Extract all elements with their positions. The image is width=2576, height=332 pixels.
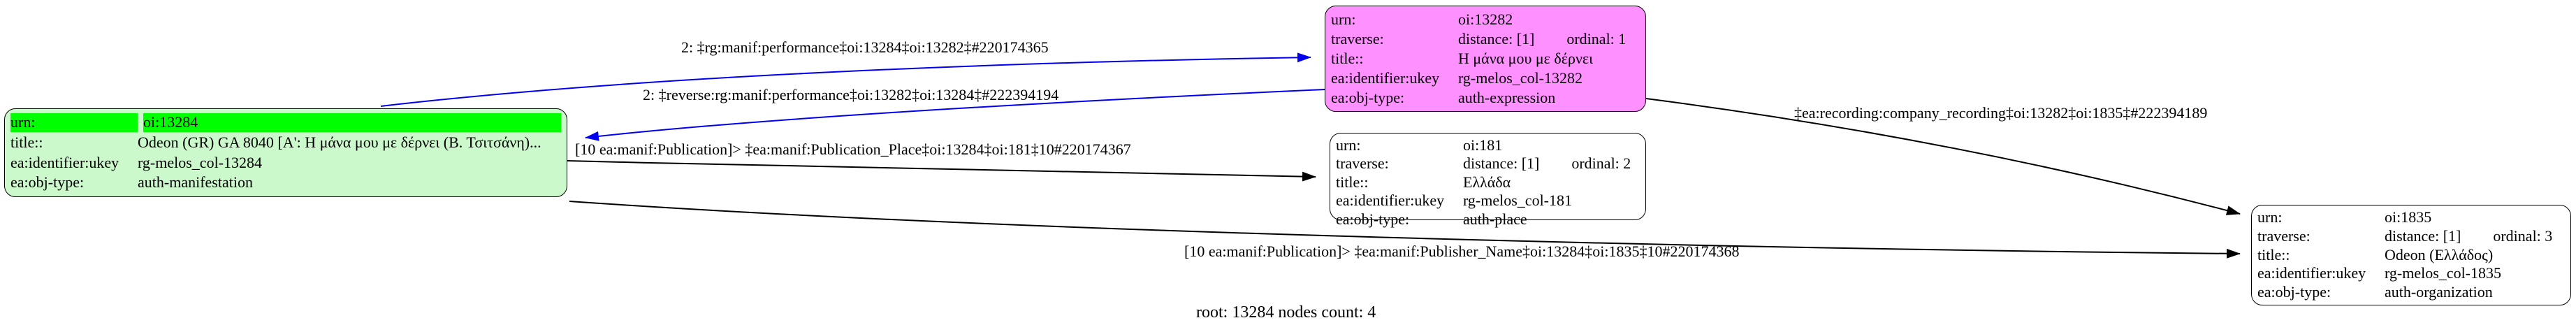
node-row-title: title:: Odeon (Ελλάδος): [2257, 246, 2565, 264]
edge-publication-place: [567, 160, 1316, 182]
edge-performance: [380, 52, 1311, 107]
node-row-urn: urn: oi:181: [1336, 136, 1640, 154]
row-label: traverse:: [1331, 29, 1384, 48]
traverse-distance: distance: [1]: [1458, 29, 1535, 48]
row-value: auth-organization: [2385, 283, 2493, 301]
row-label: ea:identifier:ukey: [1336, 192, 1445, 210]
row-value: Η μάνα μου με δέρνει: [1458, 49, 1594, 67]
row-value: rg-melos_col-181: [1463, 192, 1573, 210]
node-row-urn: urn: oi:13282: [1331, 10, 1640, 29]
row-label: title::: [1331, 49, 1364, 67]
traverse-ordinal: ordinal: 2: [1571, 154, 1631, 173]
graph-node-oi-13282[interactable]: urn: oi:13282 traverse: distance: [1] ord…: [1325, 6, 1646, 112]
row-value: oi:13284: [143, 113, 561, 132]
row-value: auth-expression: [1458, 88, 1556, 106]
node-row-traverse: traverse: distance: [1] ordinal: 1: [1331, 30, 1640, 48]
node-row-obj-type: ea:obj-type: auth-expression: [1331, 89, 1640, 107]
row-value: Ελλάδα: [1463, 173, 1511, 191]
row-label: urn:: [1331, 10, 1356, 28]
edge-label-company-recording: ‡ea:recording:company_recording‡oi:13282…: [1794, 104, 2208, 122]
row-label: ea:identifier:ukey: [10, 153, 119, 171]
row-label: ea:obj-type:: [10, 173, 85, 192]
row-label: ea:identifier:ukey: [2257, 264, 2366, 282]
node-row-urn: urn: oi:1835: [2257, 208, 2565, 226]
row-label: ea:obj-type:: [1336, 210, 1410, 228]
edge-reverse-performance: [585, 89, 1325, 141]
row-label: title::: [10, 133, 43, 151]
edge-label-publisher-name: [10 ea:manif:Publication]> ‡ea:manif:Pub…: [1184, 243, 1740, 260]
row-value: distance: [1] ordinal: 3: [2385, 227, 2565, 245]
row-value: Odeon (Ελλάδος): [2385, 245, 2494, 264]
edge-label-performance: 2: ‡rg:manif:performance‡oi:13284‡oi:132…: [681, 38, 1049, 56]
graph-node-oi-13284[interactable]: urn: oi:13284 title:: Odeon (GR) GA 8040…: [4, 108, 567, 197]
traverse-ordinal: ordinal: 1: [1566, 29, 1627, 48]
traverse-distance: distance: [1]: [1463, 154, 1540, 173]
node-row-urn: urn: oi:13284: [10, 113, 561, 132]
graph-root-caption: root: 13284 nodes count: 4: [1196, 303, 1376, 322]
traverse-distance: distance: [1]: [2385, 227, 2461, 245]
edge-label-publication-place: [10 ea:manif:Publication]> ‡ea:manif:Pub…: [575, 140, 1131, 158]
row-label: urn:: [2257, 208, 2283, 226]
row-label: ea:identifier:ukey: [1331, 68, 1440, 87]
graph-node-oi-181[interactable]: urn: oi:181 traverse: distance: [1] ordin…: [1330, 133, 1646, 228]
row-label: urn:: [10, 113, 138, 132]
row-label: title::: [2257, 245, 2290, 264]
row-value: rg-melos_col-13282: [1458, 68, 1583, 87]
node-row-traverse: traverse: distance: [1] ordinal: 3: [2257, 227, 2565, 245]
row-label: urn:: [1336, 136, 1361, 154]
row-value: distance: [1] ordinal: 1: [1458, 30, 1640, 48]
node-row-title: title:: Odeon (GR) GA 8040 [A': Η μάνα μ…: [10, 133, 561, 152]
row-value: oi:13282: [1458, 10, 1513, 28]
row-value: rg-melos_col-1835: [2385, 264, 2502, 282]
edge-publisher-name: [569, 201, 2241, 259]
node-row-identifier: ea:identifier:ukey rg-melos_col-1835: [2257, 264, 2565, 282]
node-row-obj-type: ea:obj-type: auth-manifestation: [10, 173, 561, 192]
row-label: ea:obj-type:: [2257, 283, 2331, 301]
node-row-title: title:: Η μάνα μου με δέρνει: [1331, 50, 1640, 68]
node-row-identifier: ea:identifier:ukey rg-melos_col-181: [1336, 192, 1640, 210]
node-row-traverse: traverse: distance: [1] ordinal: 2: [1336, 154, 1640, 173]
row-value: distance: [1] ordinal: 2: [1463, 154, 1640, 173]
edge-company-recording: [1645, 98, 2241, 215]
node-row-title: title:: Ελλάδα: [1336, 173, 1640, 192]
row-value: auth-place: [1463, 210, 1527, 228]
traverse-ordinal: ordinal: 3: [2493, 227, 2553, 245]
row-label: traverse:: [1336, 154, 1389, 173]
row-value: auth-manifestation: [138, 173, 253, 192]
node-row-identifier: ea:identifier:ukey rg-melos_col-13282: [1331, 69, 1640, 87]
row-value: rg-melos_col-13284: [138, 153, 263, 171]
row-label: ea:obj-type:: [1331, 88, 1405, 106]
row-label: title::: [1336, 173, 1369, 191]
row-value: Odeon (GR) GA 8040 [A': Η μάνα μου με δέ…: [138, 133, 541, 151]
row-label: traverse:: [2257, 227, 2311, 245]
node-row-obj-type: ea:obj-type: auth-place: [1336, 210, 1640, 229]
edge-label-reverse-performance: 2: ‡reverse:rg:manif:performance‡oi:1328…: [643, 86, 1059, 103]
graph-node-oi-1835[interactable]: urn: oi:1835 traverse: distance: [1] ordi…: [2251, 205, 2571, 305]
row-value: oi:1835: [2385, 208, 2432, 226]
row-value: oi:181: [1463, 136, 1503, 154]
node-row-identifier: ea:identifier:ukey rg-melos_col-13284: [10, 154, 561, 172]
node-row-obj-type: ea:obj-type: auth-organization: [2257, 283, 2565, 301]
